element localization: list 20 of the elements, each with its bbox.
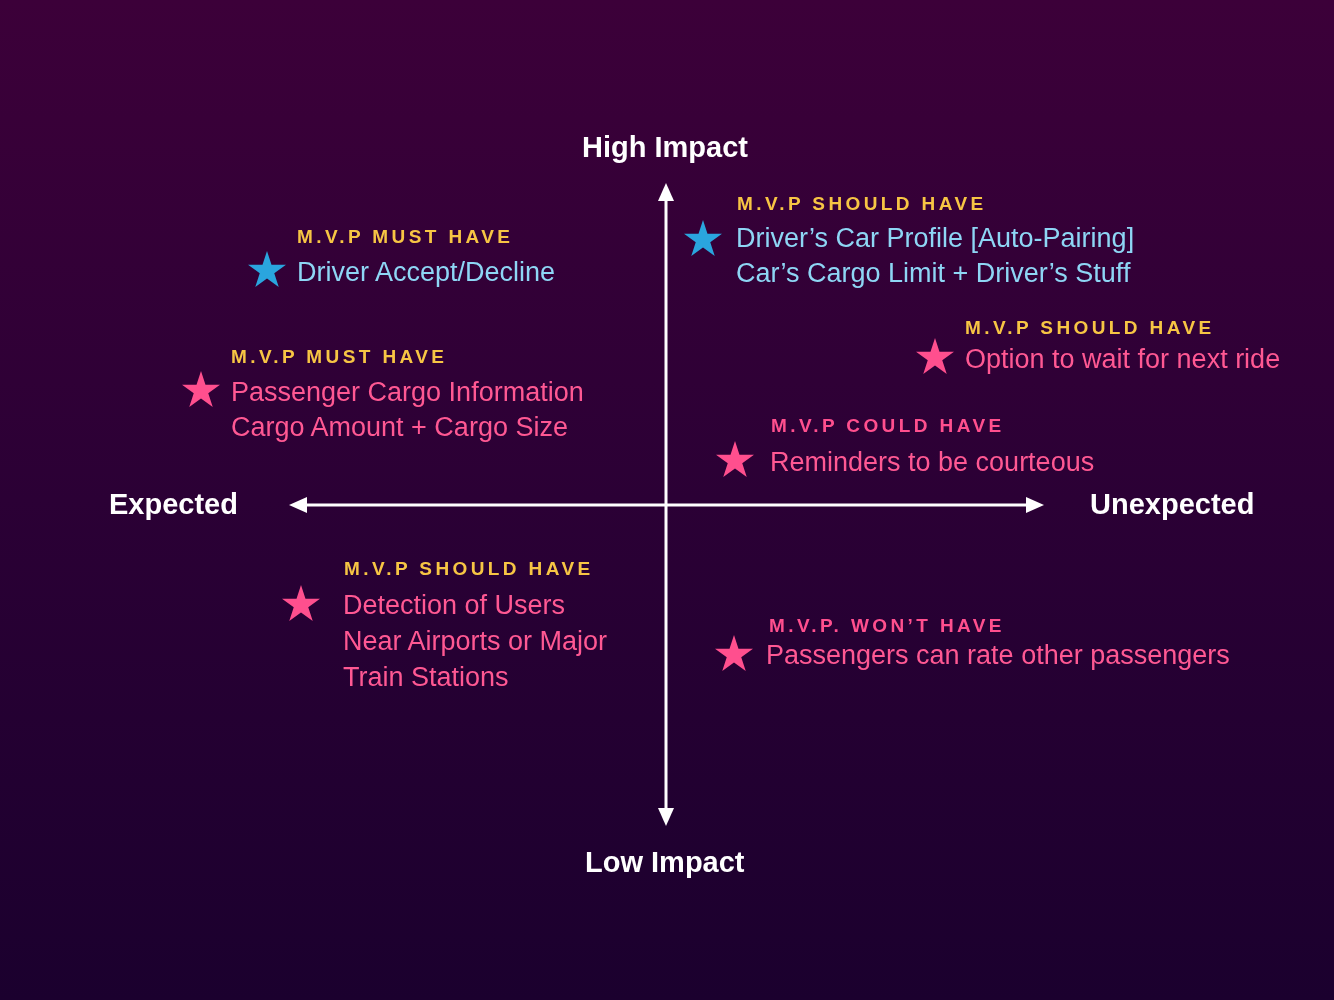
feature-text: Driver Accept/Decline: [297, 256, 556, 289]
priority-label: M.V.P SHOULD HAVE: [965, 317, 1215, 339]
priority-label: M.V.P MUST HAVE: [231, 346, 448, 368]
feature-text: Passengers can rate other passengers: [766, 639, 1230, 672]
feature-text: Option to wait for next ride: [965, 343, 1281, 376]
priority-label: M.V.P SHOULD HAVE: [344, 558, 594, 580]
priority-label: M.V.P. WON’T HAVE: [769, 615, 1005, 637]
feature-text: Reminders to be courteous: [770, 446, 1095, 479]
priority-label: M.V.P SHOULD HAVE: [737, 193, 987, 215]
feature-text: Car’s Cargo Limit + Driver’s Stuff: [736, 257, 1131, 290]
feature-text: Driver’s Car Profile [Auto-Pairing]: [736, 222, 1135, 255]
priority-label: M.V.P MUST HAVE: [297, 226, 514, 248]
priority-label: M.V.P COULD HAVE: [771, 415, 1005, 437]
axis-label: High Impact: [582, 130, 748, 164]
axis-label: Low Impact: [585, 845, 745, 879]
feature-text: Passenger Cargo Information: [231, 376, 584, 409]
feature-text: Cargo Amount + Cargo Size: [231, 411, 568, 444]
axis-label: Unexpected: [1090, 487, 1255, 521]
feature-text: Detection of Users Near Airports or Major Train Stations: [343, 589, 609, 694]
axis-label: Expected: [109, 487, 238, 521]
